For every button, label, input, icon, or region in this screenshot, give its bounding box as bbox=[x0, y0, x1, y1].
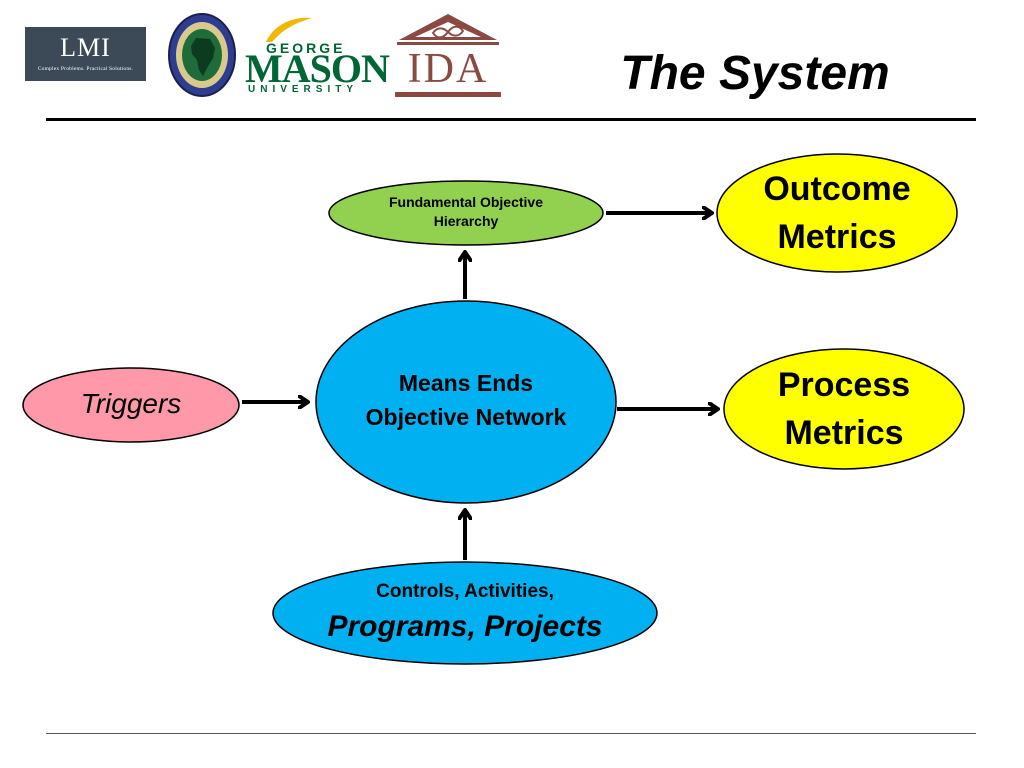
outcome-metrics-line1: Outcome bbox=[763, 170, 911, 208]
controls-line2: Programs, Projects bbox=[327, 610, 603, 643]
means-ends-line1: Means Ends bbox=[398, 370, 534, 396]
lmi-logo-tagline: Complex Problems. Practical Solutions. bbox=[37, 66, 134, 72]
triggers-node bbox=[22, 367, 240, 443]
africom-seal bbox=[168, 13, 236, 97]
means-ends-label: Means Ends Objective Network bbox=[326, 366, 606, 434]
gmu-leaf-icon bbox=[266, 17, 312, 42]
title-divider bbox=[46, 118, 976, 121]
ida-logo-wordmark: IDA bbox=[407, 46, 489, 92]
means-ends-node bbox=[315, 300, 617, 504]
ida-logo bbox=[395, 14, 501, 97]
controls-node bbox=[272, 561, 658, 665]
process-metrics-label: Process Metrics bbox=[744, 361, 944, 457]
gmu-logo-george: GEORGE bbox=[266, 40, 346, 56]
process-metrics-node bbox=[723, 348, 965, 470]
fundamental-objective-line1: Fundamental Objective bbox=[388, 194, 544, 210]
slide-title: The System bbox=[620, 47, 890, 100]
means-ends-line2: Objective Network bbox=[365, 404, 567, 430]
controls-label: Controls, Activities, Programs, Projects bbox=[290, 577, 640, 647]
process-metrics-line1: Process bbox=[777, 366, 911, 404]
fundamental-objective-node bbox=[328, 180, 604, 246]
gmu-logo-university: UNIVERSITY bbox=[248, 84, 359, 95]
triggers-label: Triggers bbox=[80, 388, 182, 419]
lmi-logo-wordmark: LMI bbox=[60, 33, 111, 62]
fundamental-objective-label: Fundamental Objective Hierarchy bbox=[340, 193, 592, 231]
outcome-metrics-node bbox=[716, 153, 958, 273]
outcome-metrics-label: Outcome Metrics bbox=[737, 165, 937, 261]
outcome-metrics-line2: Metrics bbox=[777, 218, 897, 256]
lmi-logo: LMI Complex Problems. Practical Solution… bbox=[25, 27, 146, 81]
controls-line1: Controls, Activities, bbox=[376, 581, 554, 602]
fundamental-objective-line2: Hierarchy bbox=[433, 213, 499, 229]
gmu-logo-mason: MASON bbox=[245, 46, 390, 91]
footer-divider bbox=[46, 733, 976, 734]
process-metrics-line2: Metrics bbox=[784, 414, 904, 452]
